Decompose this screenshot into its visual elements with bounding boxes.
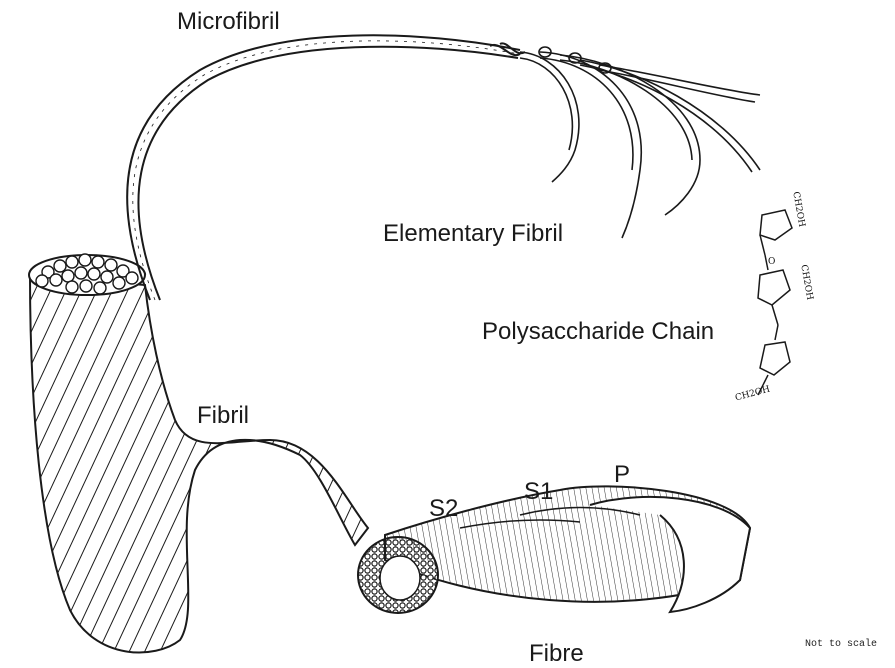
fibril-bundle [29, 254, 368, 652]
polysaccharide-chain-drawing [758, 210, 792, 395]
label-elementary-fibril: Elementary Fibril [383, 222, 563, 246]
microfibril-strand [127, 35, 525, 300]
label-s1: S1 [524, 480, 553, 504]
label-s2: S2 [429, 497, 458, 521]
label-p: P [614, 463, 630, 487]
fibre-cylinder [358, 486, 750, 613]
elementary-fibrils [520, 47, 760, 238]
label-microfibril: Microfibril [177, 10, 280, 34]
chain-oxygen: O [768, 258, 775, 267]
label-fibre: Fibre [529, 642, 584, 666]
label-fibril: Fibril [197, 404, 249, 428]
label-polysaccharide-chain: Polysaccharide Chain [482, 320, 714, 344]
not-to-scale-note: Not to scale [805, 640, 877, 650]
